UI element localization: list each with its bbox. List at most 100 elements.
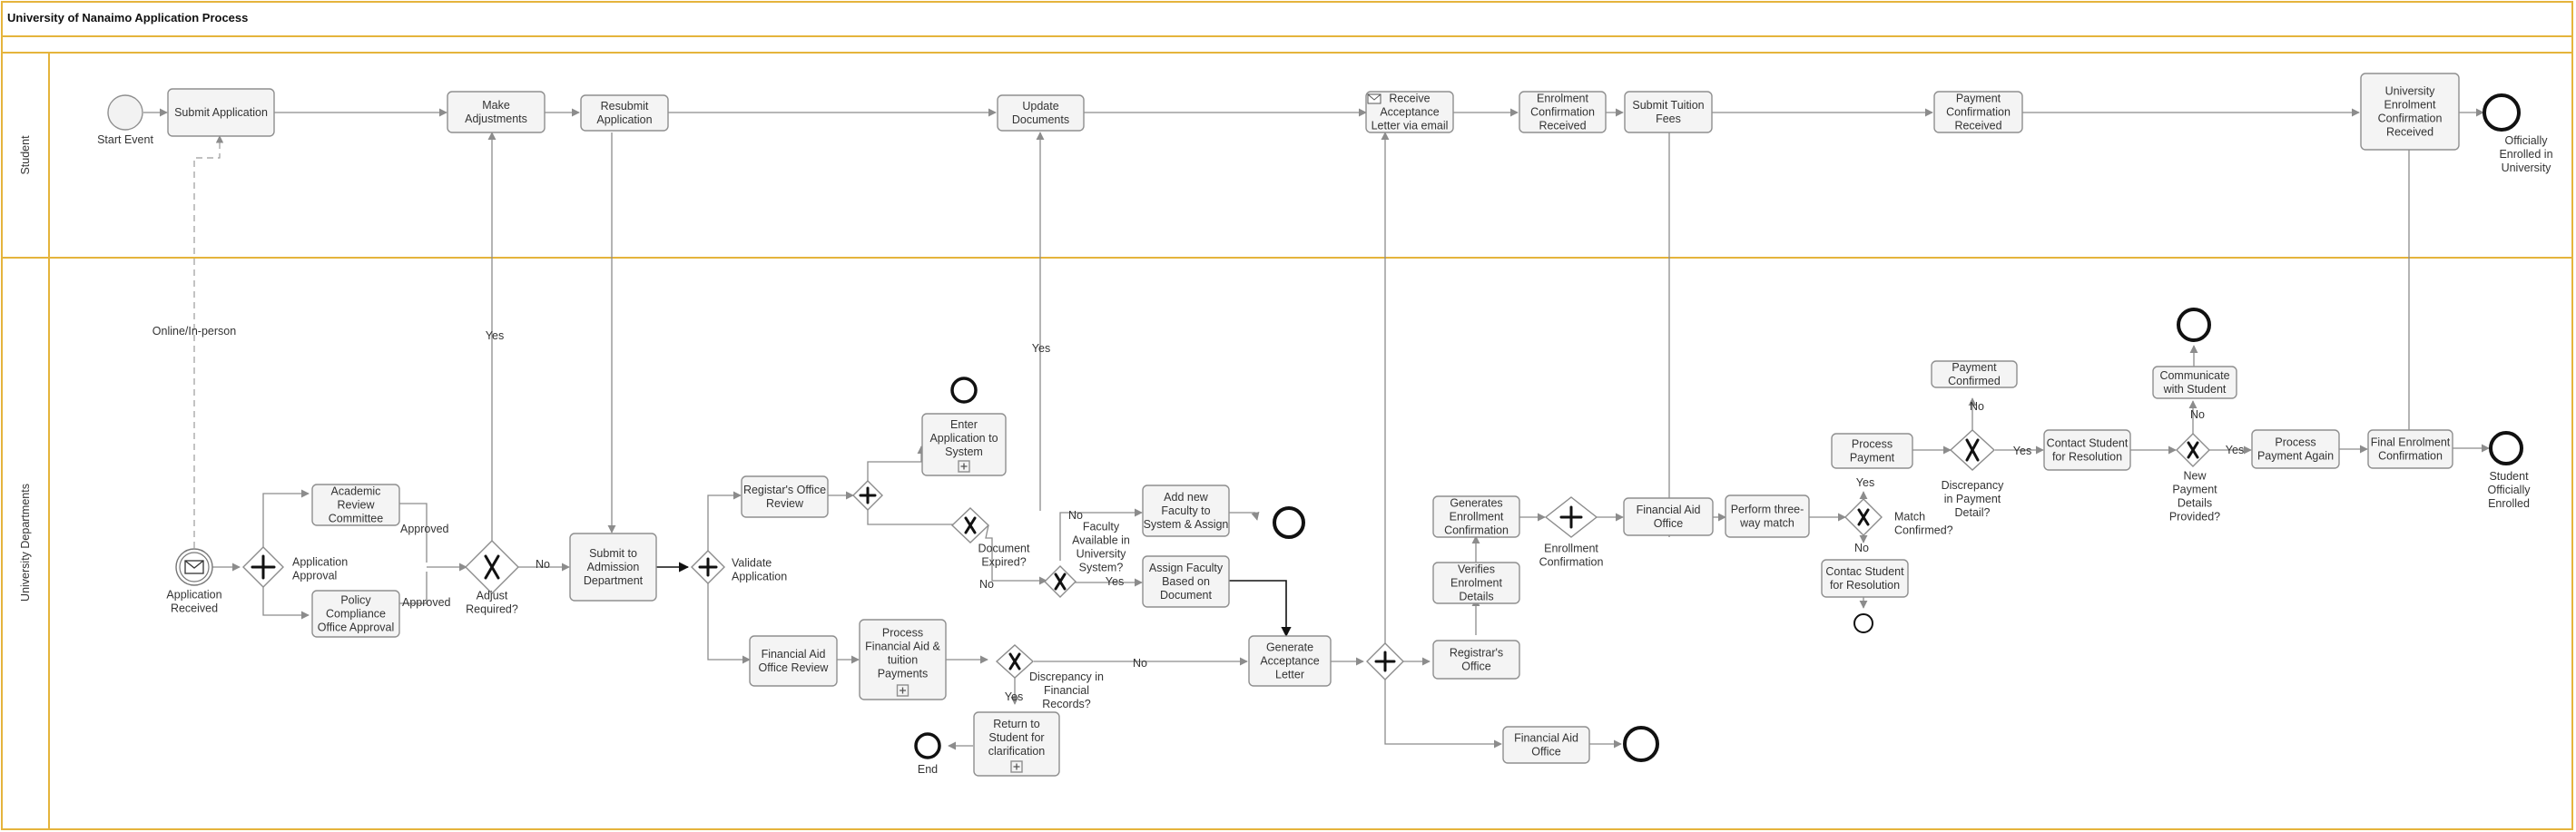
task-label-line: Communicate [2159, 369, 2229, 382]
message-start-event [175, 548, 213, 586]
task-label-line: Compliance [326, 608, 386, 621]
task-label-line: Office Review [759, 661, 830, 674]
label-faculty-available-line: Faculty [1083, 521, 1120, 533]
events [107, 93, 2523, 762]
task-label-line: Submit Tuition [1632, 99, 1704, 112]
parallel-gateway-validate [691, 550, 725, 584]
task-label-line: Generates [1450, 497, 1502, 510]
task-box [2043, 429, 2131, 471]
label-approved-2-line: Approved [402, 596, 451, 609]
task-label-line: Generate [1266, 641, 1313, 654]
task-label-line: Office [1654, 517, 1683, 530]
task-box [1624, 91, 1713, 133]
label-end-label: End [918, 763, 938, 776]
task-label-line: Confirmation [2378, 450, 2443, 463]
end-event-enter-application [950, 377, 978, 404]
task-label-line: Faculty to [1161, 504, 1210, 517]
task-box [1623, 497, 1714, 536]
label-discrepancy-fin-line: Records? [1042, 698, 1091, 710]
task-box [1831, 433, 1913, 469]
task-label-line: Perform three- [1731, 504, 1804, 516]
task-label-line: University [2385, 85, 2436, 98]
label-adjust-required-line: Adjust [477, 590, 508, 602]
task-box [2367, 429, 2453, 469]
label-yes-adjust: Yes [486, 329, 504, 342]
task-box [1365, 91, 1454, 133]
label-no-fin-line: No [1133, 657, 1147, 670]
end-event-financial-aid [1623, 726, 1659, 762]
lane-departments-label: University Departments [19, 484, 32, 602]
task-label-line: Resubmit [601, 100, 649, 113]
task-label-line: Application to [929, 432, 998, 445]
label-no-match-line: No [1854, 542, 1869, 554]
task-box [997, 94, 1085, 132]
task-label-line: Office [1461, 661, 1490, 673]
task-box [311, 590, 400, 638]
label-student-officially-enrolled-line: Enrolled [2488, 497, 2530, 510]
label-start-event-line: Start Event [97, 133, 153, 146]
start-event [107, 94, 143, 131]
label-no-doc: No [979, 578, 994, 591]
label-yes-adjust-line: Yes [486, 329, 504, 342]
task-label-line: Registar's Office [743, 484, 826, 496]
end-event-communicate [2177, 308, 2211, 342]
label-approved-2: Approved [402, 596, 451, 609]
task-label-line: Application [596, 113, 652, 126]
task-label-line: Letter via email [1372, 120, 1449, 132]
label-student-officially-enrolled-line: Officially [2487, 484, 2531, 496]
label-application-approval-line: Approval [292, 570, 337, 582]
task-submit-application: Submit Application [167, 88, 275, 137]
label-validate-application-line: Validate [732, 557, 772, 570]
label-no-match: No [1854, 542, 1869, 554]
task-label-line: Payments [878, 668, 929, 680]
task-label-line: Payment Again [2257, 450, 2334, 463]
label-yes-fin-line: Yes [1005, 690, 1023, 703]
task-label-line: clarification [988, 745, 1046, 758]
label-validate-application-line: Application [732, 571, 787, 583]
task-label-line: Enrolment [1450, 577, 1502, 590]
subprocess-plus-icon [1010, 760, 1023, 773]
task-box [741, 475, 829, 518]
task-label-line: Make [482, 99, 510, 112]
task-label-line: Based on [1162, 575, 1210, 588]
exclusive-gateway-discrepancy-financial [995, 644, 1035, 679]
label-faculty-available-line: Available in [1072, 534, 1130, 547]
task-label-line: Registrar's [1450, 647, 1503, 660]
end-event-student-enrolled [2489, 431, 2523, 465]
task-label-line: Confirmation [1444, 524, 1509, 537]
label-no-new-payment-line: No [2190, 408, 2205, 421]
gateways [242, 429, 2210, 680]
task-box [167, 88, 275, 137]
subprocess-plus-icon [896, 684, 909, 697]
label-discrepancy-payment-line: Discrepancy [1942, 479, 2005, 492]
task-box [1821, 559, 1909, 598]
task-box [1142, 555, 1230, 608]
task-box [859, 619, 947, 700]
label-start-event: Start Event [97, 133, 153, 146]
label-no-faculty-line: No [1068, 509, 1083, 522]
task-label-line: Confirmation [2378, 113, 2443, 125]
label-no-new-payment: No [2190, 408, 2205, 421]
